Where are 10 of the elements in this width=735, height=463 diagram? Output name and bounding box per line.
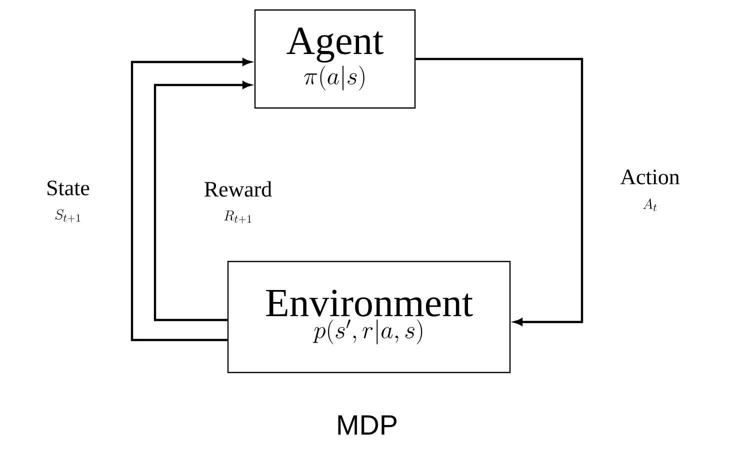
edge-label: Action <box>619 168 681 186</box>
process-box: Environment $p(s',r|a,s)$ <box>227 260 511 374</box>
edge-label: Reward <box>202 180 274 198</box>
subscript-label: $S_{t+1}$ <box>55 209 80 222</box>
process-box: Agent $\pi(a|s)$ <box>254 9 416 109</box>
arrow <box>416 58 584 326</box>
subscript-label: $R_{t+1}$ <box>224 210 252 224</box>
caption: MDP <box>338 415 397 435</box>
subscript-label: $A_t$ <box>643 198 657 212</box>
edge-label: State <box>45 180 91 196</box>
